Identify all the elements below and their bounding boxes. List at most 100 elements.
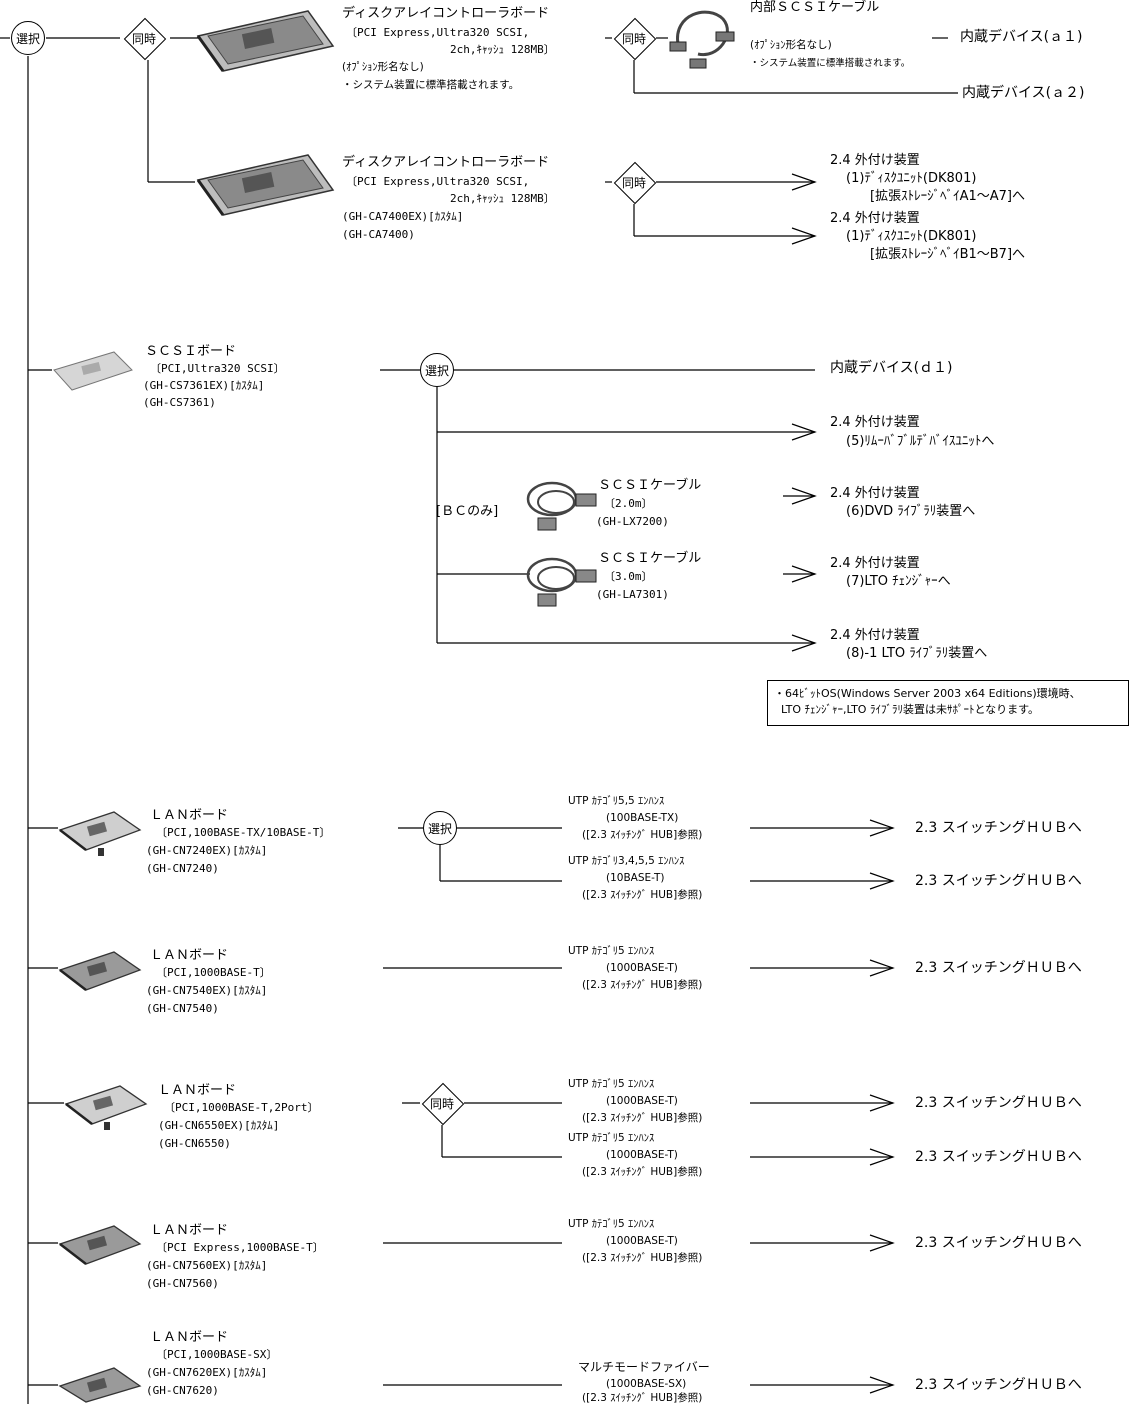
disk-array-controller-spec: 2ch,ｷｬｯｼｭ 128MB〕 <box>450 192 555 205</box>
disk-array-controller-board-image <box>196 10 335 72</box>
scsi-board-spec: 〔PCI,Ultra320 SCSI〕 <box>150 362 285 375</box>
lan-board-model: (GH-CN7240EX)[ｶｽﾀﾑ] <box>146 844 268 857</box>
lan-board-model: (GH-CN7620) <box>146 1384 219 1397</box>
cable-type: マルチモードファイバー <box>578 1360 710 1374</box>
lan-board-image <box>64 1085 148 1130</box>
cable-reference: ([2.3 ｽｲｯﾁﾝｸﾞ HUB]参照) <box>582 1112 703 1124</box>
cable-spec: (1000BASE-SX) <box>606 1378 687 1390</box>
cable-reference: ([2.3 ｽｲｯﾁﾝｸﾞ HUB]参照) <box>582 889 703 901</box>
scsi-board-model: (GH-CS7361) <box>143 396 216 409</box>
destination-external-device: 2.4 外付け装置 <box>830 556 920 571</box>
support-note-box: ・64ﾋﾞｯﾄOS(Windows Server 2003 x64 Editio… <box>767 680 1129 726</box>
cable-type: UTP ｶﾃｺﾞﾘ5 ｴﾝﾊﾝｽ <box>568 1132 655 1144</box>
destination-switching-hub: 2.3 スイッチングＨＵＢへ <box>915 1377 1082 1393</box>
destination-switching-hub: 2.3 スイッチングＨＵＢへ <box>915 1149 1082 1165</box>
destination-internal-device-d1: 内蔵デバイス(ｄ１) <box>830 360 953 376</box>
simultaneous-node-label: 同時 <box>621 175 646 190</box>
lan-board-model: (GH-CN7560) <box>146 1277 219 1290</box>
lan-board-image <box>58 1367 142 1403</box>
cable-reference: ([2.3 ｽｲｯﾁﾝｸﾞ HUB]参照) <box>582 829 703 841</box>
destination-external-device: 2.4 外付け装置 <box>830 211 920 226</box>
destination-switching-hub: 2.3 スイッチングＨＵＢへ <box>915 1095 1082 1111</box>
cable-type: UTP ｶﾃｺﾞﾘ3,4,5,5 ｴﾝﾊﾝｽ <box>568 855 685 867</box>
cable-spec: (1000BASE-T) <box>606 1235 678 1247</box>
cable-type: UTP ｶﾃｺﾞﾘ5 ｴﾝﾊﾝｽ <box>568 1218 655 1230</box>
lan-board-spec: 〔PCI,1000BASE-T,2Port〕 <box>164 1101 319 1114</box>
scsi-board-title: ＳＣＳＩボード <box>145 344 237 359</box>
destination-external-device: (1)ﾃﾞｨｽｸﾕﾆｯﾄ(DK801) <box>846 229 977 244</box>
simultaneous-node: 同時 <box>122 16 166 60</box>
lan-board-spec: 〔PCI,1000BASE-T〕 <box>156 966 271 979</box>
select-node-label: 選択 <box>427 821 452 836</box>
lan-board-title: ＬＡＮボード <box>150 1330 229 1345</box>
cable-spec: (100BASE-TX) <box>606 812 679 824</box>
lan-board-image <box>58 951 142 991</box>
internal-scsi-cable-title: 内部ＳＣＳＩケーブル <box>750 0 880 15</box>
cable-type: UTP ｶﾃｺﾞﾘ5,5 ｴﾝﾊﾝｽ <box>568 795 665 807</box>
destination-external-device: [拡張ｽﾄﾚｰｼﾞﾍﾞｲA1～A7]へ <box>870 189 1025 204</box>
lan-board-model: (GH-CN6550) <box>158 1137 231 1150</box>
destination-external-device: (8)-1 LTO ﾗｲﾌﾞﾗﾘ装置へ <box>846 646 988 661</box>
lan-board-model: (GH-CN7560EX)[ｶｽﾀﾑ] <box>146 1259 268 1272</box>
destination-internal-device-a1: 内蔵デバイス(ａ１) <box>960 29 1083 45</box>
support-note-line: LTO ﾁｪﾝｼﾞｬｰ,LTO ﾗｲﾌﾞﾗﾘ装置は未ｻﾎﾟｰﾄとなります。 <box>774 702 1040 716</box>
disk-array-controller-model: (GH-CA7400) <box>342 228 415 241</box>
disk-array-controller-note: ・システム装置に標準搭載されます。 <box>342 79 520 91</box>
lan-board-model: (GH-CN7620EX)[ｶｽﾀﾑ] <box>146 1366 268 1379</box>
cable-spec: (1000BASE-T) <box>606 1149 678 1161</box>
destination-internal-device-a2: 内蔵デバイス(ａ２) <box>962 85 1085 101</box>
scsi-cable-title: ＳＣＳＩケーブル <box>598 551 702 566</box>
scsi-cable-image <box>526 557 597 607</box>
select-node-label: 選択 <box>424 363 449 378</box>
cable-spec: (10BASE-T) <box>606 872 665 884</box>
destination-external-device: 2.4 外付け装置 <box>830 628 920 643</box>
lan-board-title: ＬＡＮボード <box>150 1223 229 1238</box>
select-node-label: 選択 <box>15 31 40 46</box>
simultaneous-node: 同時 <box>612 16 656 60</box>
lan-board-spec: 〔PCI,100BASE-TX/10BASE-T〕 <box>156 826 331 839</box>
disk-array-controller-model: (ｵﾌﾟｼｮﾝ形名なし) <box>342 61 424 73</box>
destination-switching-hub: 2.3 スイッチングＨＵＢへ <box>915 1235 1082 1251</box>
lan-board-spec: 〔PCI,1000BASE-SX〕 <box>156 1348 278 1361</box>
simultaneous-node-label: 同時 <box>621 31 646 46</box>
scsi-cable-image <box>526 481 597 531</box>
simultaneous-node-label: 同時 <box>429 1096 454 1111</box>
scsi-cable-model: (GH-LA7301) <box>596 588 669 601</box>
destination-external-device: (7)LTO ﾁｪﾝｼﾞｬｰへ <box>846 574 951 589</box>
support-note-line: ・64ﾋﾞｯﾄOS(Windows Server 2003 x64 Editio… <box>774 687 1081 700</box>
scsi-cable-length: 〔2.0m〕 <box>604 497 653 510</box>
select-node-root: 選択 <box>11 21 45 55</box>
destination-switching-hub: 2.3 スイッチングＨＵＢへ <box>915 873 1082 889</box>
scsi-board-model: (GH-CS7361EX)[ｶｽﾀﾑ] <box>143 379 265 392</box>
destination-switching-hub: 2.3 スイッチングＨＵＢへ <box>915 960 1082 976</box>
select-node-lan: 選択 <box>423 811 457 845</box>
destination-external-device: (6)DVD ﾗｲﾌﾞﾗﾘ装置へ <box>846 504 976 519</box>
disk-array-controller-spec: 2ch,ｷｬｯｼｭ 128MB〕 <box>450 43 555 56</box>
internal-scsi-cable-model: (ｵﾌﾟｼｮﾝ形名なし) <box>750 39 832 51</box>
destination-switching-hub: 2.3 スイッチングＨＵＢへ <box>915 820 1082 836</box>
destination-external-device: (1)ﾃﾞｨｽｸﾕﾆｯﾄ(DK801) <box>846 171 977 186</box>
internal-scsi-cable-image <box>669 10 735 69</box>
lan-board-model: (GH-CN7540EX)[ｶｽﾀﾑ] <box>146 984 268 997</box>
cable-spec: (1000BASE-T) <box>606 962 678 974</box>
cable-reference: ([2.3 ｽｲｯﾁﾝｸﾞ HUB]参照) <box>582 1166 703 1178</box>
destination-external-device: 2.4 外付け装置 <box>830 415 920 430</box>
cable-reference: ([2.3 ｽｲｯﾁﾝｸﾞ HUB]参照) <box>582 979 703 991</box>
destination-external-device: (5)ﾘﾑｰﾊﾞﾌﾞﾙﾃﾞﾊﾞｲｽﾕﾆｯﾄへ <box>846 434 995 449</box>
scsi-board-image <box>53 351 133 391</box>
lan-board-title: ＬＡＮボード <box>150 948 229 963</box>
cable-type: UTP ｶﾃｺﾞﾘ5 ｴﾝﾊﾝｽ <box>568 1078 655 1090</box>
cable-reference: ([2.3 ｽｲｯﾁﾝｸﾞ HUB]参照) <box>582 1252 703 1264</box>
lan-board-model: (GH-CN7540) <box>146 1002 219 1015</box>
lan-board-image <box>58 1225 142 1265</box>
scsi-cable-title: ＳＣＳＩケーブル <box>598 478 702 493</box>
lan-board-model: (GH-CN7240) <box>146 862 219 875</box>
disk-array-controller-model: (GH-CA7400EX)[ｶｽﾀﾑ] <box>342 210 464 223</box>
cable-spec: (1000BASE-T) <box>606 1095 678 1107</box>
lan-board-spec: 〔PCI Express,1000BASE-T〕 <box>156 1241 324 1254</box>
scsi-cable-model: (GH-LX7200) <box>596 515 669 528</box>
destination-external-device: [拡張ｽﾄﾚｰｼﾞﾍﾞｲB1～B7]へ <box>870 247 1026 262</box>
internal-scsi-cable-note: ・システム装置に標準搭載されます。 <box>750 58 911 69</box>
disk-array-controller-spec: 〔PCI Express,Ultra320 SCSI, <box>346 26 530 39</box>
